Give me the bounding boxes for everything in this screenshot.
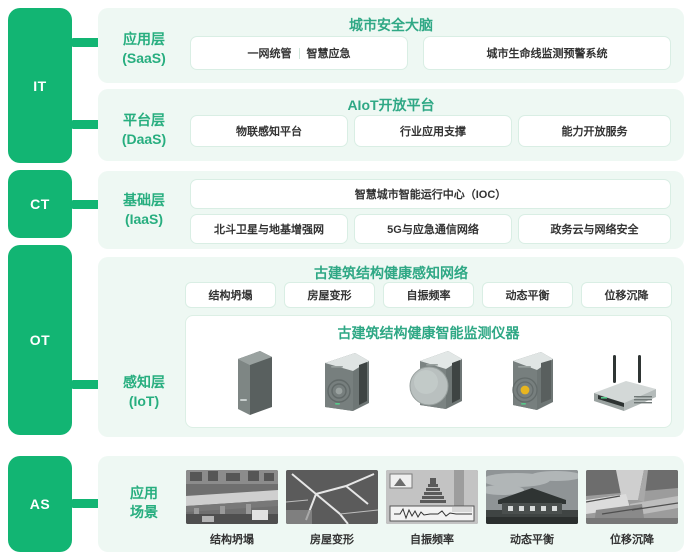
connector-ct-iaas <box>72 200 100 209</box>
panel-label-saas-en: (SaaS) <box>122 50 166 66</box>
tag-displacement-settlement[interactable]: 位移沉降 <box>581 282 672 308</box>
card-one-net-emergency[interactable]: 一网统管 智慧应急 <box>190 36 408 70</box>
card-iot-sensing-platform[interactable]: 物联感知平台 <box>190 115 348 147</box>
panel-label-iot-en: (IoT) <box>128 393 160 409</box>
rail-block-ct[interactable]: CT <box>8 170 72 238</box>
panel-label-iaas: 基础层 (IaaS) <box>108 191 180 229</box>
tag-label-dynamic-balance: 动态平衡 <box>505 290 550 302</box>
device-round-dial-sensor <box>402 341 478 419</box>
panel-label-daas: 平台层 (DaaS) <box>108 111 180 149</box>
panel-label-daas-en: (DaaS) <box>121 131 167 147</box>
panel-platform-layer: 平台层 (DaaS) AIoT开放平台 物联感知平台 行业应用支撑 能力开放服务 <box>98 89 684 161</box>
card-beidou-network[interactable]: 北斗卫星与地基增强网 <box>190 214 348 244</box>
panel-label-saas: 应用层 (SaaS) <box>108 30 180 68</box>
panel-title-city-safety-brain: 城市安全大脑 <box>349 17 433 33</box>
scenario-caption-natural-frequency: 自振频率 <box>410 534 454 546</box>
tag-label-natural-frequency: 自振频率 <box>406 290 451 302</box>
rail-block-it[interactable]: IT <box>8 8 72 163</box>
card-label-iot-sensing: 物联感知平台 <box>236 126 302 138</box>
card-label-5g: 5G与应急通信网络 <box>387 224 479 236</box>
card-capability-open-service[interactable]: 能力开放服务 <box>518 115 671 147</box>
scenario-caption-displacement-settlement: 位移沉降 <box>610 534 654 546</box>
device-tower-sensor <box>216 341 292 419</box>
panel-application-layer: 应用层 (SaaS) 城市安全大脑 一网统管 智慧应急 城市生命线监测预警系统 <box>98 8 684 83</box>
rail-label-as: AS <box>29 496 51 512</box>
card-smart-city-ioc[interactable]: 智慧城市智能运行中心（IOC） <box>190 179 671 209</box>
panel-sensing-layer: 感知层 (IoT) 古建筑结构健康感知网络 结构坍塌 房屋变形 自振频率 动态平… <box>98 257 684 437</box>
device-gateway-router <box>586 341 662 419</box>
panel-label-scenario-cn: 应用 <box>130 485 158 501</box>
connector-as-scenario <box>72 499 100 508</box>
panel-label-iaas-en: (IaaS) <box>124 211 164 227</box>
device-showcase-title: 古建筑结构健康智能监测仪器 <box>337 325 520 341</box>
card-label-industry-support: 行业应用支撑 <box>400 126 466 138</box>
thumbnail-tilted-house <box>486 470 578 524</box>
device-wall-mounted-sensor <box>309 341 385 419</box>
scenario-item-natural-frequency[interactable]: 自振频率 <box>386 470 478 547</box>
card-label-gov-cloud: 政务云与网络安全 <box>550 224 639 236</box>
card-divider <box>298 47 300 59</box>
tag-natural-frequency[interactable]: 自振频率 <box>383 282 474 308</box>
thumbnail-collapsed-overpass <box>186 470 278 524</box>
panel-label-daas-cn: 平台层 <box>123 112 165 128</box>
card-label-one-net: 一网统管 <box>247 48 292 60</box>
tag-label-displacement-settlement: 位移沉降 <box>604 290 649 302</box>
connector-it-saas <box>72 38 100 47</box>
rail-label-ot: OT <box>29 332 51 348</box>
rail-block-as[interactable]: AS <box>8 456 72 552</box>
scenario-item-building-deformation[interactable]: 房屋变形 <box>286 470 378 547</box>
panel-label-scenario-en: 场景 <box>130 504 158 520</box>
device-showcase-box: 古建筑结构健康智能监测仪器 <box>185 315 672 428</box>
tag-label-building-deformation: 房屋变形 <box>307 290 352 302</box>
card-5g-emergency-network[interactable]: 5G与应急通信网络 <box>354 214 512 244</box>
device-amber-indicator-sensor <box>495 341 571 419</box>
connector-ot-iot <box>72 380 100 389</box>
scenario-caption-structural-collapse: 结构坍塌 <box>210 534 254 546</box>
tag-label-structural-collapse: 结构坍塌 <box>208 290 253 302</box>
tag-dynamic-balance[interactable]: 动态平衡 <box>482 282 573 308</box>
scenario-item-displacement-settlement[interactable]: 位移沉降 <box>586 470 678 547</box>
card-gov-cloud-security[interactable]: 政务云与网络安全 <box>518 214 671 244</box>
panel-label-saas-cn: 应用层 <box>123 31 165 47</box>
panel-label-iot-cn: 感知层 <box>123 374 165 390</box>
card-label-lifeline: 城市生命线监测预警系统 <box>486 48 608 60</box>
scenario-item-structural-collapse[interactable]: 结构坍塌 <box>186 470 278 547</box>
thumbnail-cracked-wall <box>286 470 378 524</box>
panel-label-iot: 感知层 (IoT) <box>108 373 180 411</box>
card-lifeline-monitoring-system[interactable]: 城市生命线监测预警系统 <box>423 36 671 70</box>
panel-title-heritage-sensing-network: 古建筑结构健康感知网络 <box>314 265 468 281</box>
rail-label-it: IT <box>33 77 47 94</box>
card-label-beidou: 北斗卫星与地基增强网 <box>214 224 324 236</box>
card-label-smart-emergency: 智慧应急 <box>306 48 351 60</box>
card-label-capability-open: 能力开放服务 <box>561 126 628 138</box>
tag-structural-collapse[interactable]: 结构坍塌 <box>185 282 276 308</box>
rail-block-ot[interactable]: OT <box>8 245 72 435</box>
panel-application-scenarios: 应用 场景 <box>98 456 684 552</box>
connector-it-daas <box>72 120 100 129</box>
thumbnail-seismograph-chart <box>386 470 478 524</box>
tag-building-deformation[interactable]: 房屋变形 <box>284 282 375 308</box>
card-label-ioc: 智慧城市智能运行中心（IOC） <box>354 189 507 201</box>
rail-label-ct: CT <box>30 196 50 212</box>
scenario-item-dynamic-balance[interactable]: 动态平衡 <box>486 470 578 547</box>
scenario-caption-building-deformation: 房屋变形 <box>310 534 354 546</box>
panel-label-scenario: 应用 场景 <box>108 484 180 522</box>
scenario-caption-dynamic-balance: 动态平衡 <box>510 534 554 546</box>
panel-infrastructure-layer: 基础层 (IaaS) 智慧城市智能运行中心（IOC） 北斗卫星与地基增强网 5G… <box>98 171 684 249</box>
card-industry-application-support[interactable]: 行业应用支撑 <box>354 115 512 147</box>
panel-label-iaas-cn: 基础层 <box>123 192 165 208</box>
panel-title-aiot-platform: AIoT开放平台 <box>347 97 435 113</box>
thumbnail-subsided-foundation <box>586 470 678 524</box>
